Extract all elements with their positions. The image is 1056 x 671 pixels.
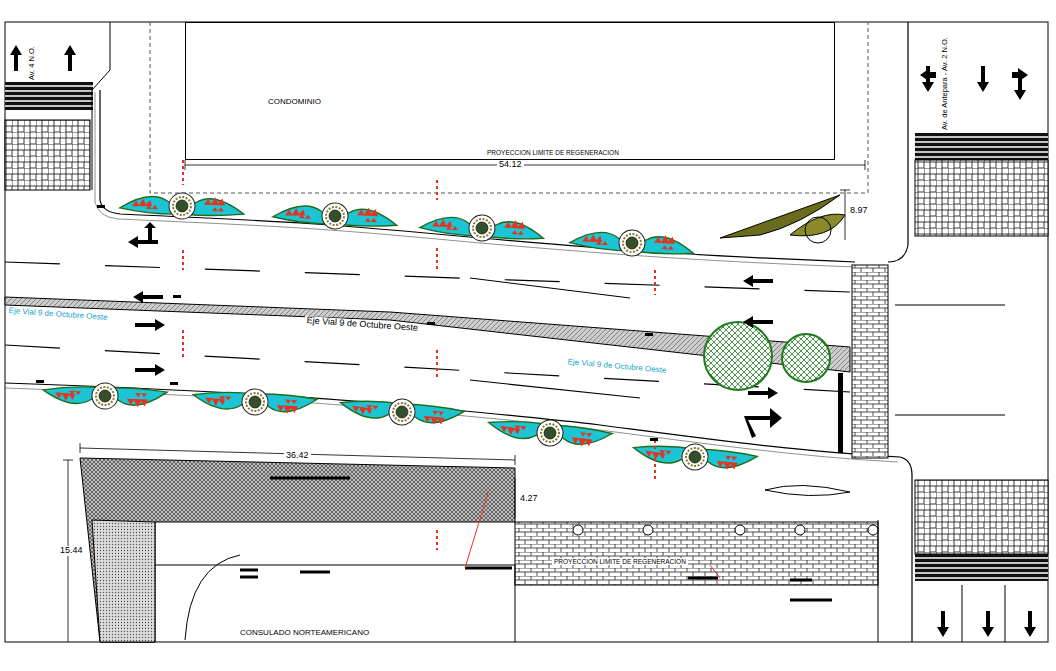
drawing-part	[487, 414, 613, 453]
drawing-part	[795, 525, 805, 535]
drawing-part	[128, 236, 158, 248]
drawing-part	[5, 82, 93, 110]
drawing-part	[5, 86, 93, 106]
dimension: 8.97	[848, 206, 870, 216]
drawing-part	[852, 265, 888, 458]
drawing-part	[144, 222, 156, 240]
drawing-part	[915, 133, 1048, 160]
drawing-part	[977, 66, 989, 92]
drawing-part	[135, 319, 165, 331]
dimension: 4.27	[518, 494, 540, 504]
drawing-part	[95, 92, 855, 267]
drawing-part	[704, 322, 772, 390]
street-name: Eje Vial 9 de Octubre Oeste	[565, 358, 668, 376]
drawing-part	[10, 45, 22, 71]
drawing-part	[240, 478, 832, 600]
drawing-part	[97, 205, 105, 208]
drawing-part	[80, 458, 515, 642]
drawing-part	[645, 333, 653, 336]
drawing-part	[185, 160, 865, 170]
drawing-part	[5, 262, 850, 292]
drawing-part	[5, 120, 90, 190]
drawing-part	[915, 558, 1048, 578]
drawing-part	[915, 554, 1048, 581]
building-outline: CONDOMINIO	[185, 22, 835, 160]
limit-note: PROYECCION LIMITE DE REGENERACION	[485, 149, 621, 156]
drawing-part	[962, 585, 1005, 642]
drawing-part	[36, 380, 44, 383]
drawing-part	[744, 408, 782, 438]
dimension: 36.42	[284, 451, 311, 461]
street-name: Av. de Antepara - Av. 2 N.O.	[941, 35, 949, 132]
drawing-part	[1012, 68, 1028, 82]
drawing-part	[569, 226, 695, 261]
sheet-frame	[5, 22, 1048, 642]
dimension: 54.12	[497, 160, 524, 170]
drawing-part	[1024, 611, 1036, 637]
building-name: CONDOMINIO	[268, 97, 321, 106]
drawing-part	[920, 68, 936, 82]
northwest-corner	[5, 22, 110, 190]
drawing-part	[339, 394, 465, 431]
drawing-part	[133, 291, 163, 303]
drawing-part	[765, 485, 850, 495]
drawing-part	[80, 443, 515, 465]
drawing-part	[427, 322, 435, 325]
drawing-part	[915, 137, 1048, 157]
drawing-part	[888, 22, 908, 262]
drawing-part	[515, 522, 878, 585]
drawing-part	[43, 381, 168, 411]
drawing-part	[915, 160, 1048, 236]
drawing-part	[135, 364, 165, 376]
drawing-part	[100, 90, 855, 262]
drawing-part	[650, 438, 658, 441]
drawing-part	[5, 383, 912, 642]
drawing-part	[915, 480, 1048, 554]
curb-lines	[5, 22, 912, 642]
drawing-part	[782, 334, 830, 382]
planters	[43, 191, 850, 496]
drawing-part	[170, 382, 178, 385]
drawing-part	[155, 555, 515, 642]
drawing-part	[192, 386, 317, 418]
dimension: 15.44	[58, 546, 85, 556]
street-name: Av. 4 N.O.	[28, 44, 36, 82]
drawing-part	[465, 493, 720, 578]
drawing-part	[64, 45, 76, 71]
drawing-part	[173, 295, 181, 298]
drawing-part	[92, 520, 155, 642]
drawing-part	[937, 611, 949, 637]
signal-posts	[36, 205, 843, 453]
dimension-line	[63, 443, 515, 642]
drawing-part	[120, 191, 245, 221]
traffic-arrows	[128, 66, 1036, 637]
consulate-block	[80, 458, 878, 642]
east-corners	[915, 133, 1048, 642]
drawing-part	[743, 316, 773, 328]
drawing-part	[868, 525, 878, 535]
drawing-part	[643, 525, 653, 535]
drawing-part	[573, 525, 583, 535]
drawing-part	[805, 217, 831, 243]
drawing-part	[743, 275, 773, 287]
drawing-part	[632, 439, 758, 476]
drawing-part	[895, 305, 1005, 415]
drawing-part	[515, 478, 516, 518]
regeneration-limit	[150, 22, 868, 193]
drawing-part	[272, 200, 397, 232]
drawing-part	[982, 611, 994, 637]
drawing-part	[735, 525, 745, 535]
drawing-part	[573, 525, 878, 535]
crosswalk	[852, 265, 888, 458]
drawing-part	[838, 373, 843, 453]
drawing-part	[748, 387, 778, 399]
building-name: CONSULADO NORTEAMERICANO	[238, 629, 371, 638]
trees	[704, 322, 830, 390]
drawing-part	[878, 520, 879, 642]
limit-note: PROYECCION LIMITE DE REGENERACION	[552, 558, 688, 565]
street-name: Eje Vial 9 de Octubre Oeste	[6, 307, 109, 323]
drawing-part	[419, 211, 545, 246]
